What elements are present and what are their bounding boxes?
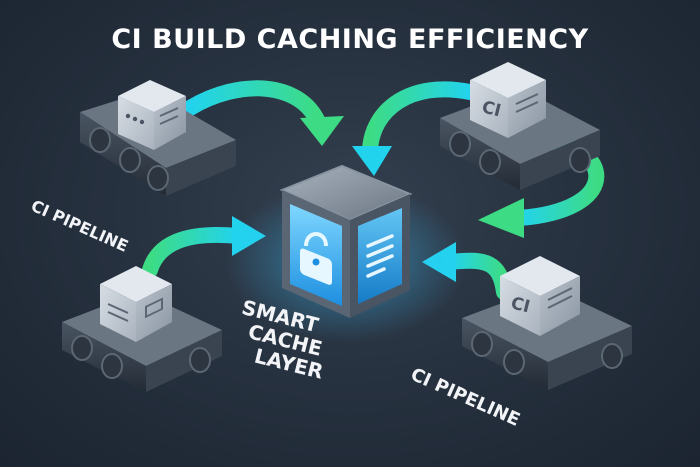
arrow-top-left-to-hub [182, 80, 344, 146]
arrow-top-right-to-hub [352, 81, 478, 176]
server-box-top-right [470, 62, 546, 138]
diagram-title: CI BUILD CACHING EFFICIENCY [111, 24, 589, 55]
document-lines-icon [366, 234, 394, 278]
badge-top-right: CI [480, 97, 503, 121]
badge-bottom-right: CI [509, 293, 532, 317]
server-box-bottom-right [500, 256, 580, 336]
lock-icon [300, 232, 332, 285]
server-box-top-left [118, 80, 186, 150]
pipeline-bottom-left [62, 266, 222, 392]
pipeline-top-left [80, 80, 236, 196]
smart-cache-hub [226, 164, 466, 342]
pipeline-top-right [440, 62, 600, 190]
pipeline-bottom-right [462, 256, 632, 390]
server-box-bottom-left [100, 266, 172, 342]
